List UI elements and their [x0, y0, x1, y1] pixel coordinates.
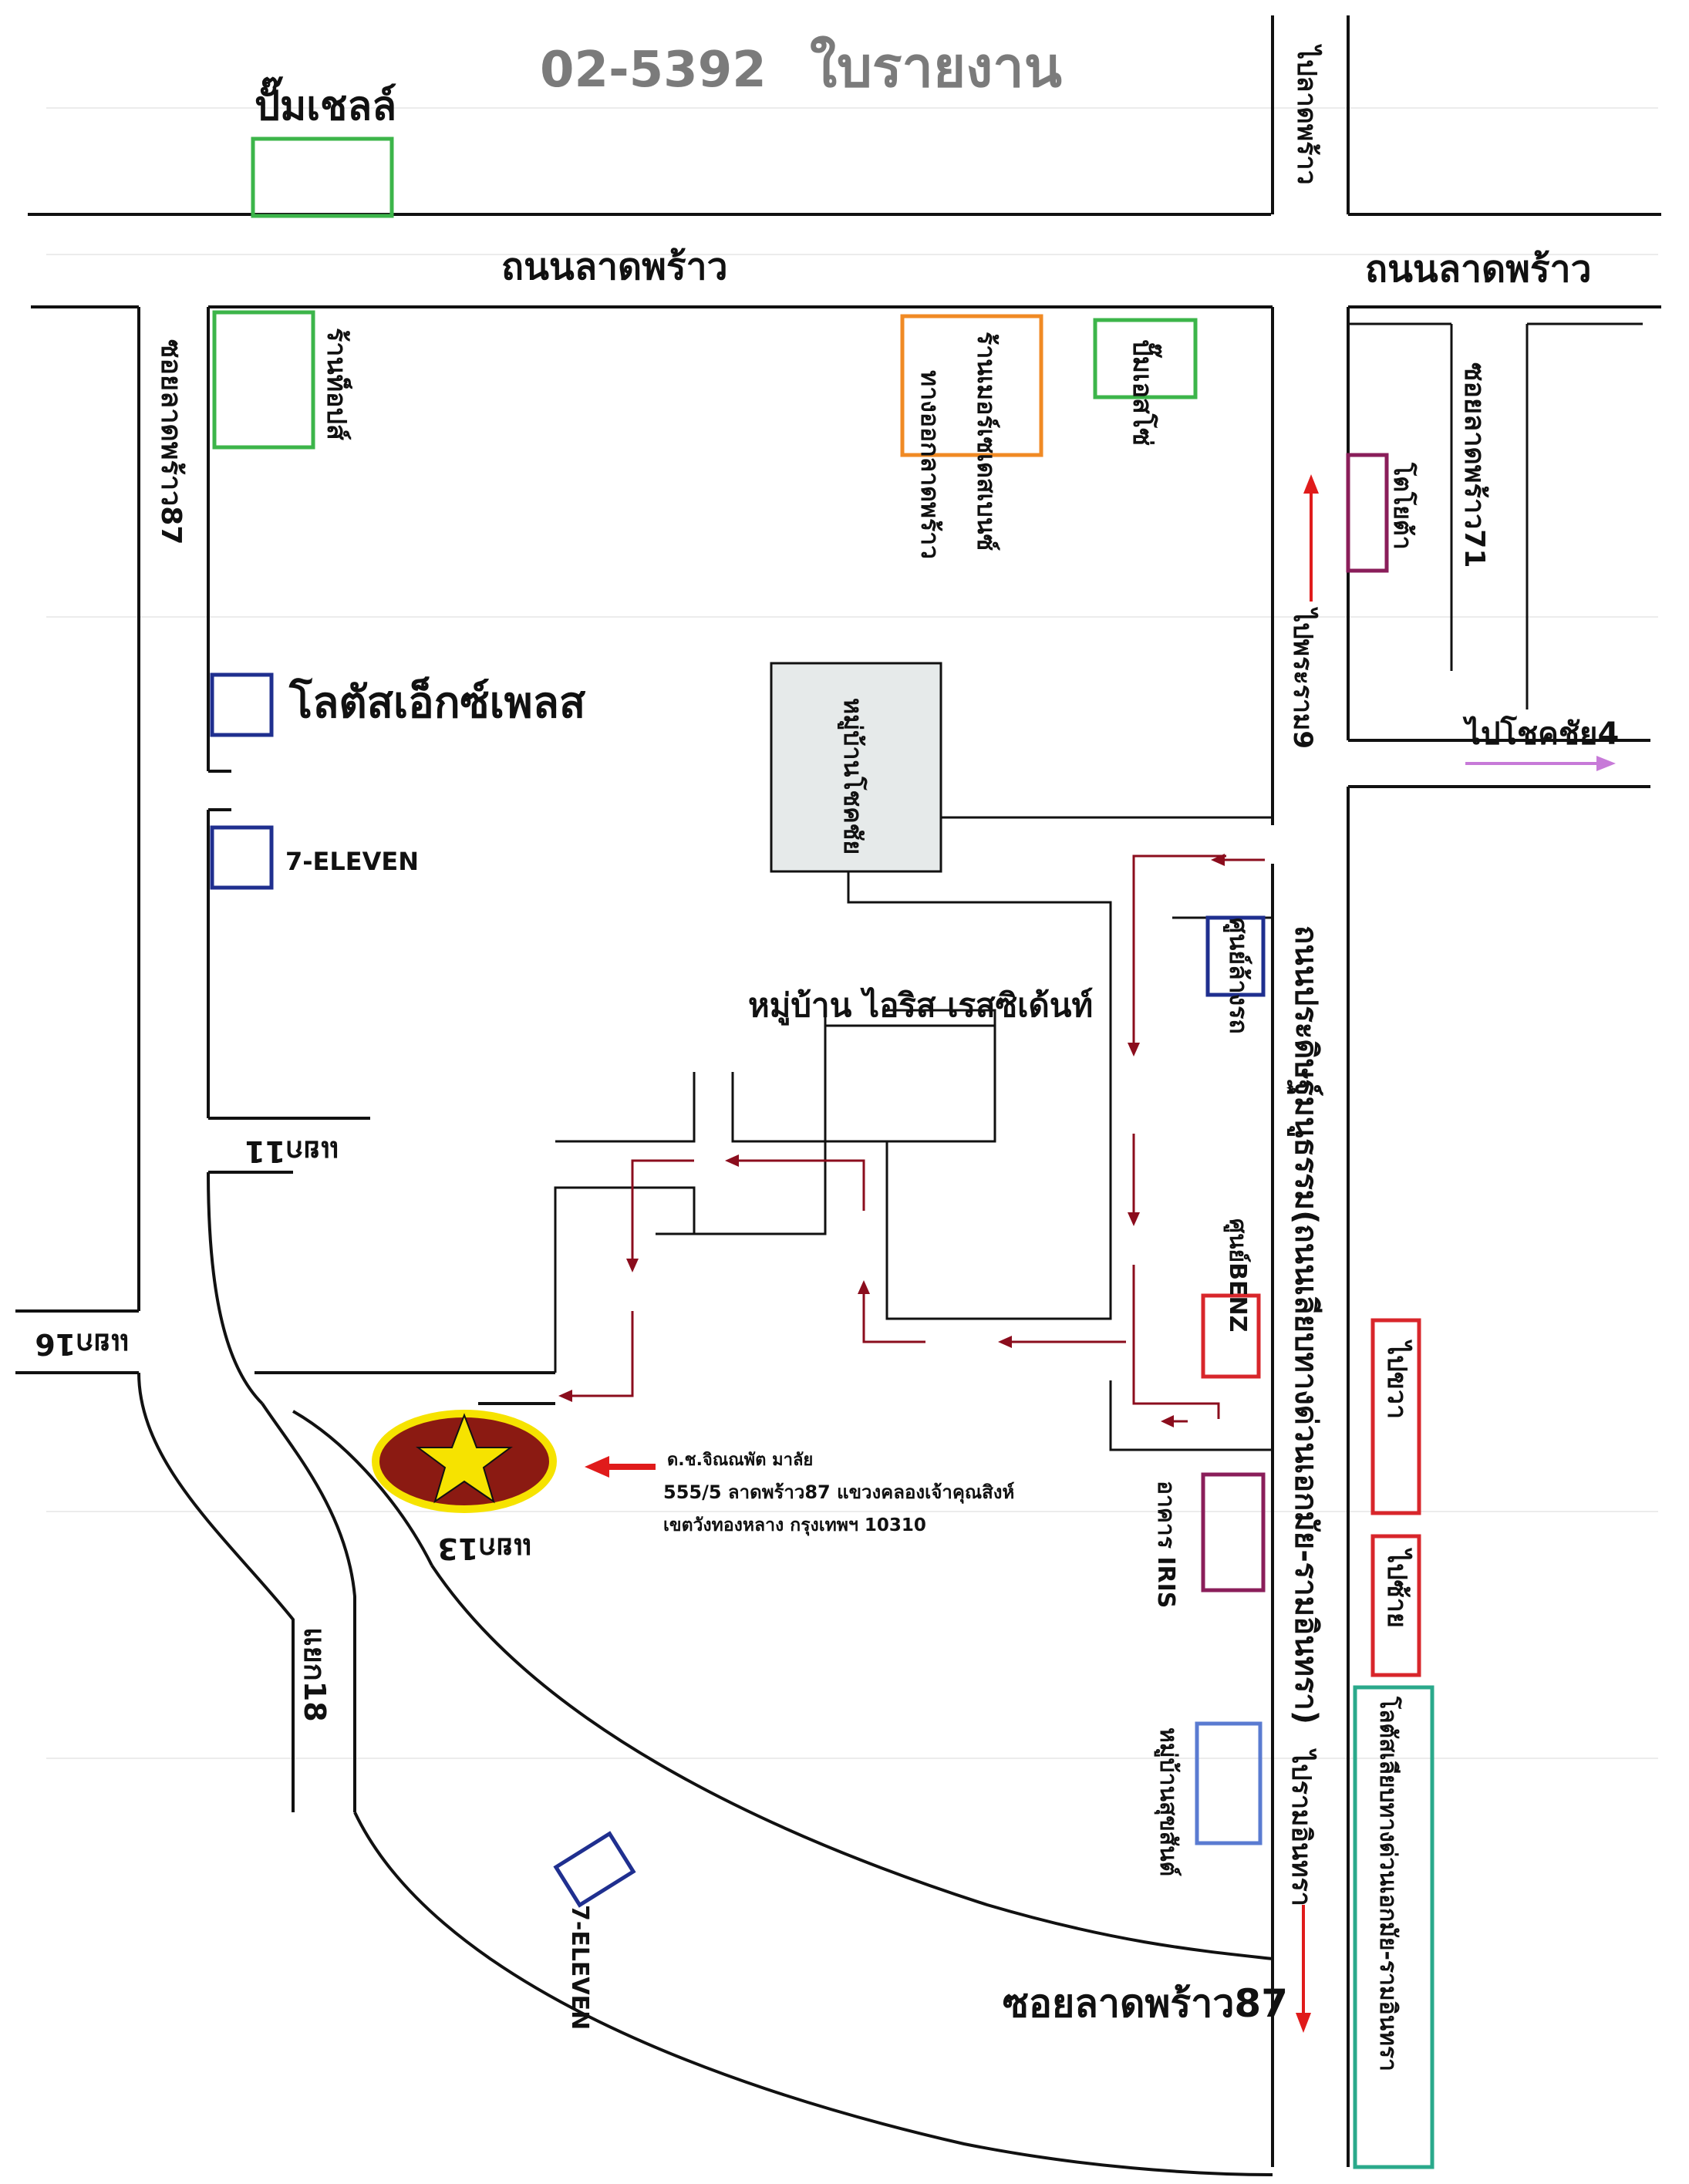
- label-benz-service: ศูนย์BENZ: [1223, 1218, 1251, 1332]
- route-arrowhead-left-bottom: [1161, 1415, 1174, 1427]
- iris-road-west: [555, 1072, 696, 1143]
- route-arrow-left-upper: [733, 1159, 865, 1211]
- destination-district: เขตวังทองหลาง กรุงเทพฯ 10310: [663, 1515, 926, 1536]
- chokchai-village-block: [770, 662, 942, 873]
- label-pradit-road: ถนนประดิษฐ์มนูธรรม(ถนนเลียบทางด่วนเอกมัย…: [1286, 925, 1323, 1724]
- soi87-bottom-inner: [430, 1564, 1273, 1960]
- label-soi71: ซอยลาดพร้าว71: [1458, 362, 1490, 568]
- background-form-phone: 02-5392: [540, 42, 767, 99]
- label-soi87-left: ซอยลาดพร้าว87: [155, 339, 187, 544]
- soi87-bottom-outer: [353, 1812, 1273, 2176]
- label-ladprao-exit: ทางออกลาดพร้าว: [915, 370, 945, 559]
- turn-left-sign: [1370, 1534, 1421, 1677]
- route-arrow-up-1: [862, 1288, 925, 1343]
- label-ladprao-right: ถนนลาดพร้าว: [1365, 248, 1592, 291]
- label-iris-building: อาคาร IRIS: [1152, 1481, 1179, 1608]
- label-mercedes: ร้านเมอร์เซเดสเบนซ์: [972, 332, 1001, 551]
- route-arrowhead-to-house: [558, 1390, 572, 1402]
- iris-road-loop: [847, 816, 1273, 1320]
- seven-eleven-top-marker: [210, 825, 274, 890]
- village-sub-marker: [1195, 1721, 1263, 1845]
- iris-access-south: [292, 1410, 433, 1566]
- iris-road-mid: [656, 1141, 827, 1235]
- road-network: [15, 15, 1661, 2176]
- route-arrow-down-1: [1132, 854, 1226, 1049]
- label-lane16: แยก16: [35, 1327, 130, 1361]
- iris-road-inner: [887, 1009, 996, 1141]
- route-arrow-down-3: [1132, 1265, 1220, 1419]
- destination-address: 555/5 ลาดพร้าว87 แขวงคลองเจ้าคุณสิงห์: [663, 1481, 1014, 1505]
- label-seven-top: 7-ELEVEN: [285, 847, 419, 876]
- label-village-sub: หมู่บ้านสุขสันต์: [1154, 1727, 1182, 1876]
- lane18-east-curve: [261, 1402, 356, 1812]
- soi87-east-curve: [207, 1171, 264, 1405]
- car-care-marker: [1205, 915, 1266, 997]
- pointer-arrowhead: [585, 1456, 609, 1478]
- label-to-ramintra: ไปรามอินทรา: [1286, 1748, 1317, 1906]
- route-arrows: [558, 474, 1616, 2033]
- label-to-rama9: ไปพระราม9: [1287, 607, 1319, 749]
- route-arrow-left-lower: [631, 1159, 694, 1265]
- iris-road-frontage: [1109, 1380, 1273, 1451]
- label-lane13: แยก13: [437, 1532, 532, 1566]
- label-village-iris: หมู่บ้าน ไอริส เรสซิเด้นท์: [748, 986, 1093, 1026]
- label-lane18: แยก18: [298, 1627, 332, 1722]
- lotus-big-marker: [1353, 1685, 1434, 2169]
- label-to-chokchai: ไปโชคชัย4: [1462, 716, 1619, 752]
- label-soi87-bottom: ซอยลาดพร้าว87: [1003, 1981, 1288, 2026]
- destination-name: ด.ช.จิณณพัต มาลัย: [667, 1451, 813, 1470]
- route-arrowhead-down-2: [1128, 1212, 1140, 1226]
- lotus-express-marker: [210, 672, 274, 737]
- iris-residence-block: [824, 1024, 996, 1143]
- to-ramintra-arrowhead: [1296, 2013, 1311, 2033]
- star-icon: [415, 1413, 514, 1504]
- route-arrowhead-left-mid: [998, 1336, 1012, 1348]
- iris-road-east: [731, 1072, 825, 1143]
- label-lotus: โลตัสเอ็กซ์เพลส: [288, 676, 586, 728]
- iris-building-marker: [1201, 1472, 1266, 1592]
- shell-station-marker: [251, 136, 394, 218]
- label-to-ladprao: ไปลาดพร้าว: [1291, 44, 1323, 185]
- map-labels: ปั๊มเชลล์ ถนนลาดพร้าว ถนนลาดพร้าว โลตัสเ…: [35, 44, 1619, 2071]
- label-car-care: ศูนย์ล้างรถ: [1222, 918, 1253, 1034]
- label-ladprao-left: ถนนลาดพร้าว: [501, 245, 728, 288]
- label-toyota: โตโยต้า: [1388, 462, 1418, 550]
- label-pump-shell: ปั๊มเชลล์: [255, 76, 396, 130]
- seven-eleven-bottom-marker: [553, 1831, 636, 1908]
- route-arrow-to-house: [567, 1311, 634, 1397]
- esso-marker: [1093, 318, 1198, 399]
- label-tops: ร้านท็อปส์: [321, 328, 353, 440]
- landmark-boxes: [210, 136, 1434, 2169]
- route-arrowhead-up-1: [858, 1280, 870, 1294]
- to-chokchai-arrowhead: [1596, 756, 1616, 771]
- route-arrowhead-down-1: [1128, 1043, 1140, 1057]
- to-rama9-arrowhead: [1303, 474, 1319, 494]
- toyota-marker: [1346, 453, 1389, 573]
- label-yaek-sai: ไปซ้าย: [1381, 1548, 1413, 1628]
- destination-marker: [372, 1410, 557, 1513]
- lane18-west-curve: [137, 1372, 295, 1812]
- label-seven-bottom: 7-ELEVEN: [566, 1905, 593, 2030]
- label-lotus-big: โลตัสเลียบทางด่วนเอกมัย-รามอินทรา: [1374, 1696, 1403, 2071]
- background-form-header: ใบรายงาน: [810, 35, 1062, 99]
- label-village-chokchai: หมู่บ้านโชคชัย: [837, 698, 868, 854]
- label-esso: ปั๊มเอสโซ่: [1127, 339, 1162, 446]
- mercedes-marker: [900, 314, 1043, 457]
- route-arrowhead-left-upper: [725, 1154, 739, 1167]
- turn-right-sign: [1370, 1318, 1421, 1515]
- label-yaek-khwaa: ไปขวา: [1381, 1340, 1413, 1419]
- label-lane11: แยก11: [244, 1134, 339, 1168]
- route-arrowhead-left-top: [1211, 854, 1225, 866]
- tops-marker: [212, 310, 315, 450]
- benz-service-marker: [1201, 1293, 1261, 1379]
- iris-road-south: [554, 1186, 696, 1373]
- route-arrowhead-down-lower: [626, 1259, 639, 1272]
